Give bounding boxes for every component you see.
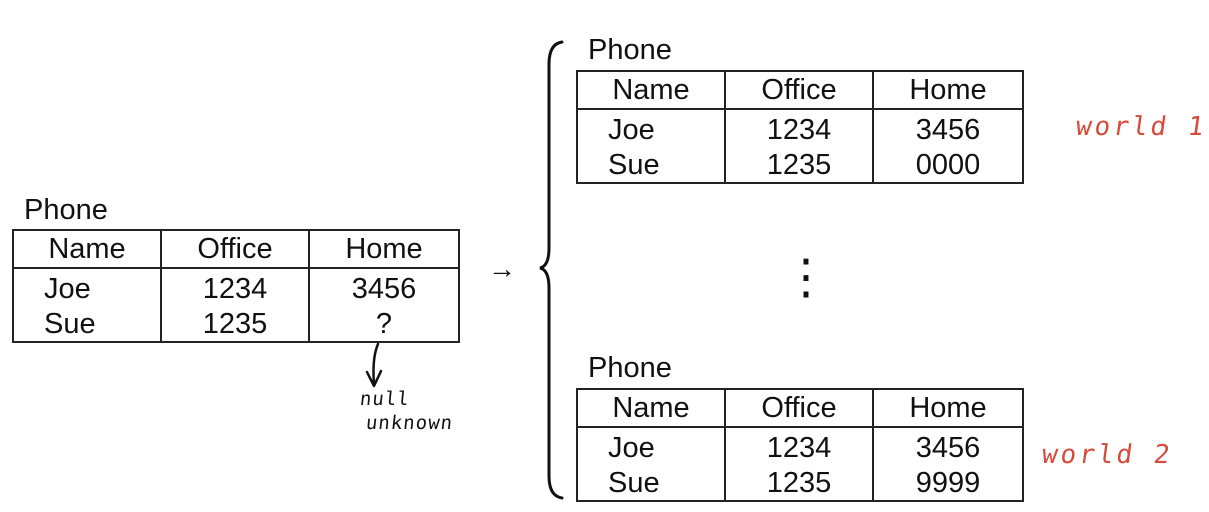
table-row: Sue 1235 9999 bbox=[576, 465, 1024, 502]
world2-phone-table: Name Office Home Joe 1234 3456 Sue 1235 … bbox=[576, 388, 1024, 502]
transform-arrow: → bbox=[488, 253, 516, 284]
source-phone-table: Name Office Home Joe 1234 3456 Sue 1235 … bbox=[12, 229, 460, 343]
header-office: Office bbox=[724, 70, 874, 110]
header-home: Home bbox=[308, 229, 460, 269]
header-name: Name bbox=[12, 229, 162, 269]
world1-label: world 1 bbox=[1073, 112, 1209, 142]
header-name: Name bbox=[576, 70, 726, 110]
cell-name: Sue bbox=[576, 147, 726, 184]
source-table-caption: Phone bbox=[24, 194, 108, 226]
header-home: Home bbox=[872, 70, 1024, 110]
cell-name: Joe bbox=[576, 109, 726, 147]
table-row: Sue 1235 ? bbox=[12, 306, 460, 343]
null-annotation-line2: unknown bbox=[364, 412, 455, 434]
world1-table-caption: Phone bbox=[588, 34, 672, 66]
cell-office: 1235 bbox=[724, 465, 874, 502]
header-name: Name bbox=[576, 388, 726, 428]
cell-name: Sue bbox=[12, 306, 162, 343]
header-office: Office bbox=[724, 388, 874, 428]
header-home: Home bbox=[872, 388, 1024, 428]
handwritten-arrow bbox=[372, 342, 380, 386]
cell-office: 1234 bbox=[724, 109, 874, 147]
table-row: Joe 1234 3456 bbox=[576, 109, 1024, 147]
cell-home: 3456 bbox=[308, 268, 460, 306]
world2-table-caption: Phone bbox=[588, 352, 672, 384]
handwritten-arrowhead bbox=[365, 369, 383, 388]
cell-home: 0000 bbox=[872, 147, 1024, 184]
cell-office: 1235 bbox=[160, 306, 310, 343]
cell-home: 9999 bbox=[872, 465, 1024, 502]
curly-brace bbox=[539, 40, 564, 500]
cell-home: 3456 bbox=[872, 427, 1024, 465]
table-row: Joe 1234 3456 bbox=[12, 268, 460, 306]
null-annotation-line1: null bbox=[358, 388, 411, 410]
cell-name: Sue bbox=[576, 465, 726, 502]
table-row: Sue 1235 0000 bbox=[576, 147, 1024, 184]
header-office: Office bbox=[160, 229, 310, 269]
world1-phone-table: Name Office Home Joe 1234 3456 Sue 1235 … bbox=[576, 70, 1024, 184]
cell-name: Joe bbox=[576, 427, 726, 465]
world2-label: world 2 bbox=[1039, 440, 1175, 470]
cell-name: Joe bbox=[12, 268, 162, 306]
cell-office: 1235 bbox=[724, 147, 874, 184]
cell-office: 1234 bbox=[160, 268, 310, 306]
cell-office: 1234 bbox=[724, 427, 874, 465]
cell-home: 3456 bbox=[872, 109, 1024, 147]
table-row: Joe 1234 3456 bbox=[576, 427, 1024, 465]
cell-home-unknown: ? bbox=[308, 306, 460, 343]
